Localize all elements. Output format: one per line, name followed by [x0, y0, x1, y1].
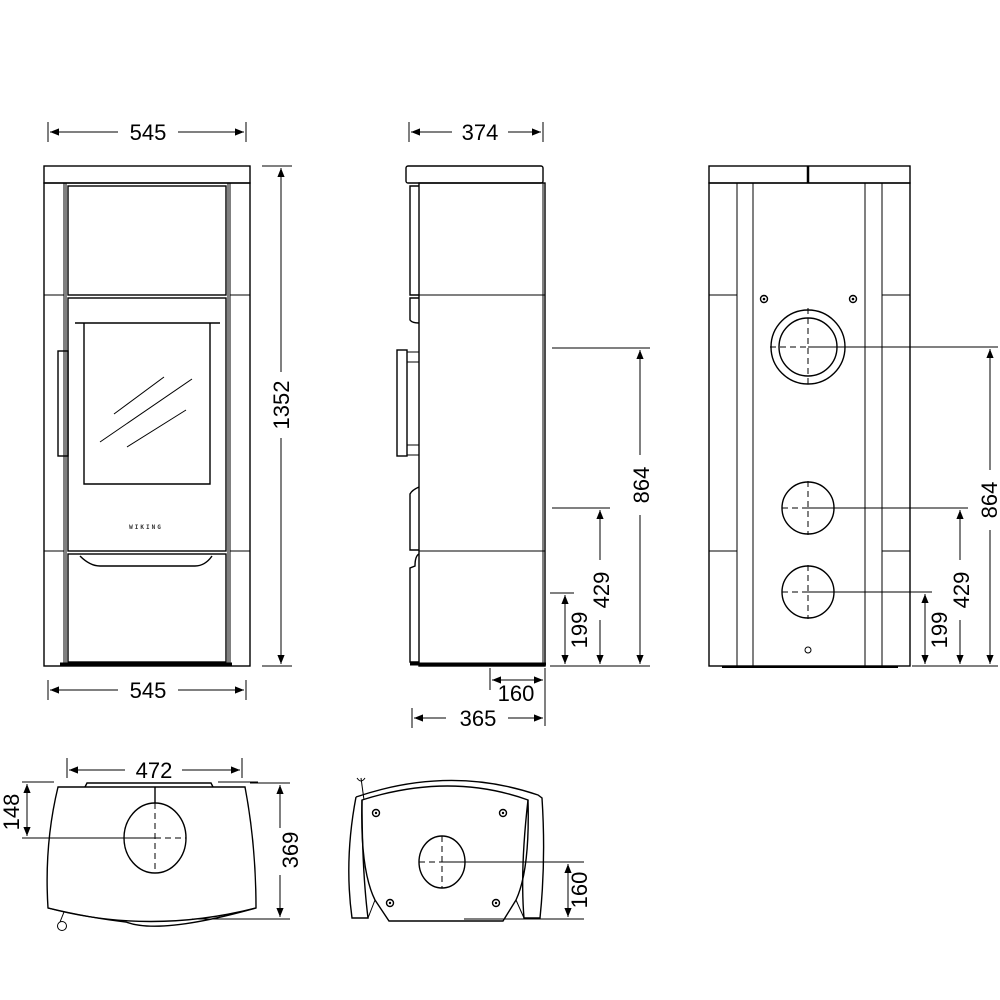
dimension-label: 1352: [269, 381, 294, 430]
top-view: [46, 782, 257, 931]
dimension-label: 545: [130, 120, 167, 145]
door-handle-side: [396, 349, 408, 457]
rear-view: [708, 165, 911, 668]
dimension-label: 472: [136, 758, 173, 783]
bottom-view: [348, 777, 545, 922]
dimension-label: 864: [977, 482, 1000, 519]
dimension-label: 160: [567, 872, 592, 909]
side-dimensions: 374 864 429 199 160 365: [408, 120, 654, 731]
door: [67, 297, 227, 552]
dimension-label: 199: [927, 612, 952, 649]
dimension-label: 160: [498, 681, 535, 706]
rear-dimensions: 864 429 199: [808, 346, 1000, 667]
glass: [75, 322, 220, 485]
bottom-view-dimensions: 160: [442, 861, 592, 920]
front-view: WIKING: [43, 165, 251, 667]
top-view-dimensions: 472 148 369: [0, 758, 303, 920]
dimension-label: 545: [130, 678, 167, 703]
side-view: [396, 165, 546, 667]
front-dimensions: 545 545 1352: [47, 120, 294, 703]
knob: [57, 921, 67, 931]
dimension-label: 148: [0, 794, 24, 831]
ash-drawer: [67, 553, 227, 663]
dimension-label: 429: [589, 572, 614, 609]
dimension-label: 365: [460, 706, 497, 731]
dimension-label: 199: [567, 612, 592, 649]
brand-logo: WIKING: [129, 524, 163, 531]
dimension-label: 864: [629, 467, 654, 504]
dimension-label: 374: [462, 120, 499, 145]
door-handle: [57, 350, 69, 457]
top-panel: [67, 185, 227, 296]
dimension-label: 369: [278, 832, 303, 869]
dimension-label: 429: [949, 572, 974, 609]
